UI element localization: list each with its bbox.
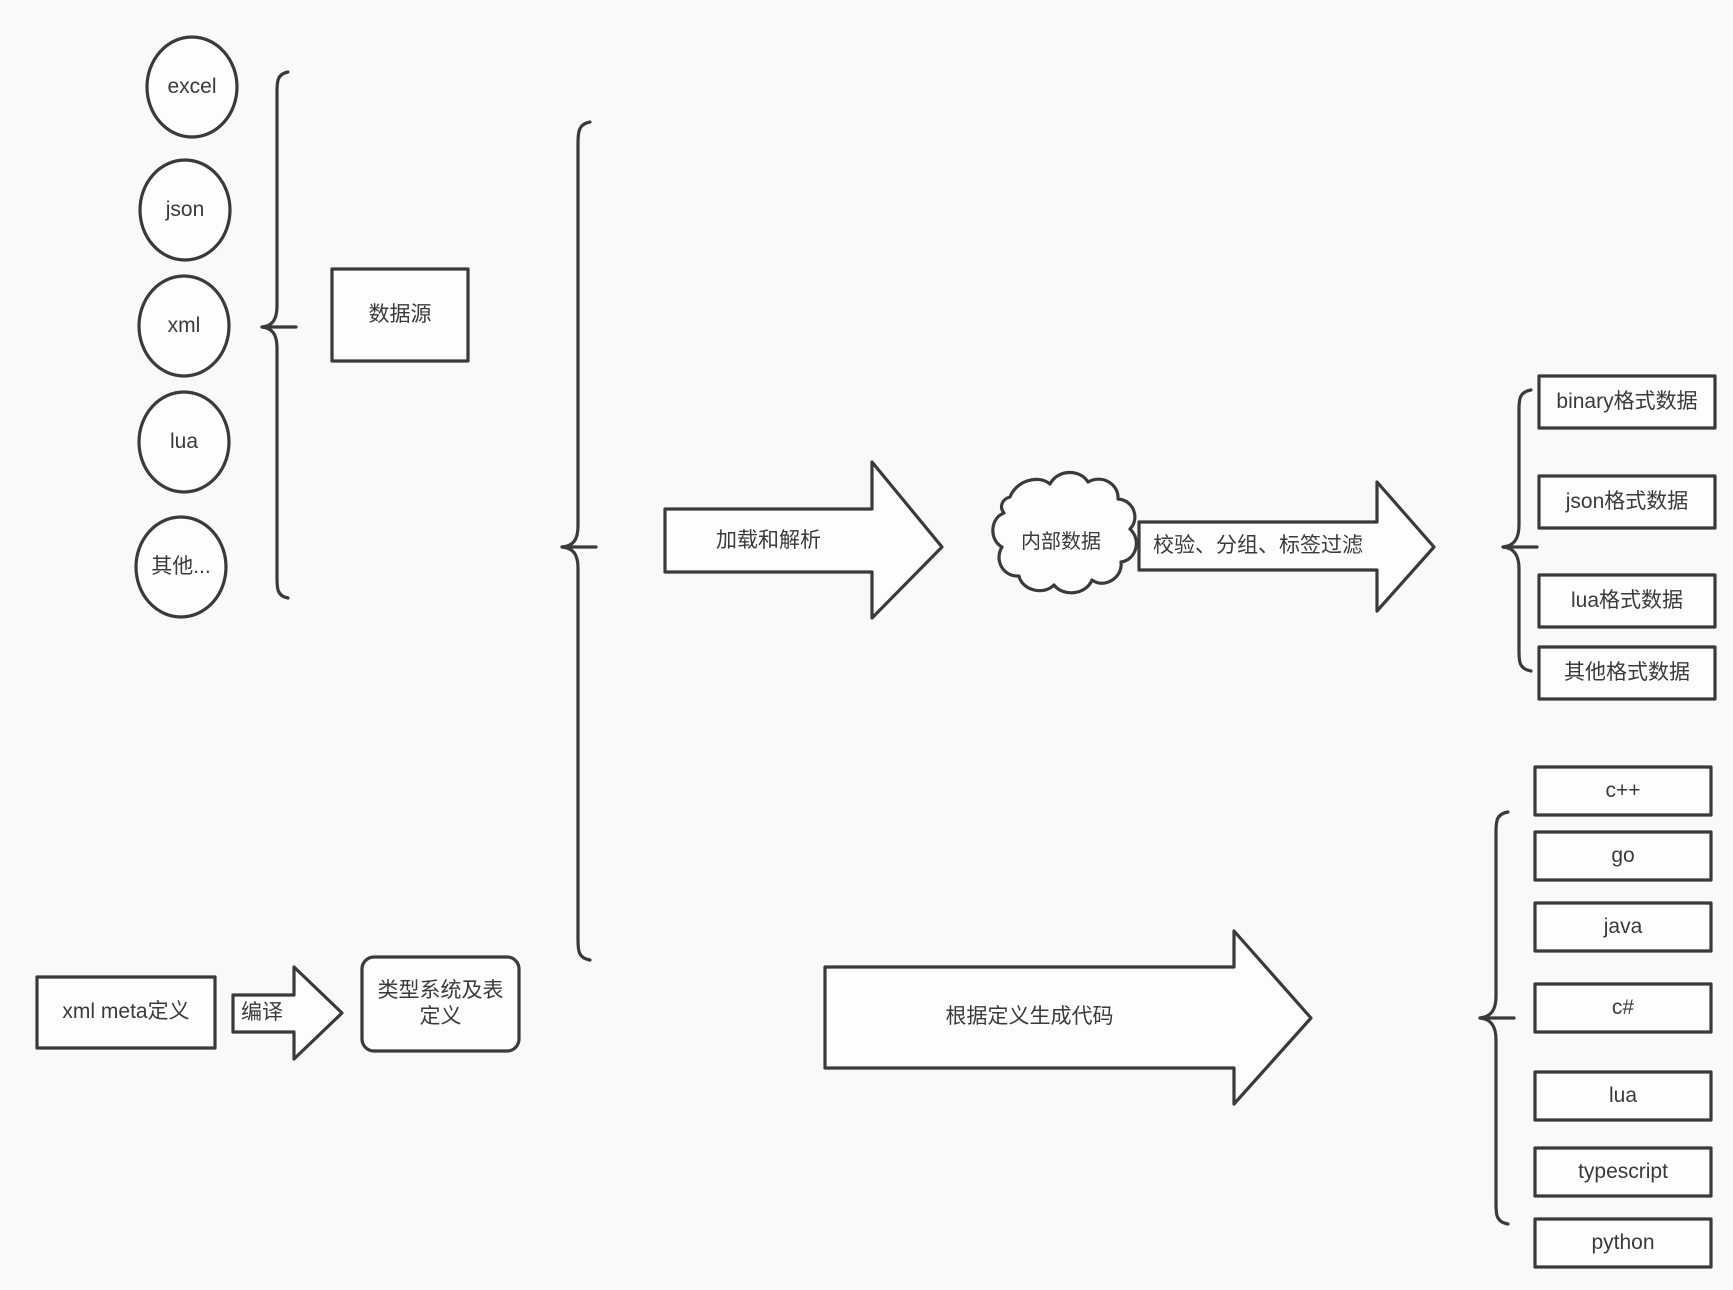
data-source-box[interactable]: [330, 267, 470, 363]
language-box-python[interactable]: [1533, 1217, 1713, 1269]
language-box-lua[interactable]: [1533, 1070, 1713, 1122]
language-box-cpp[interactable]: [1533, 765, 1713, 817]
main-input-brace: [560, 120, 592, 962]
compile-arrow[interactable]: [231, 965, 344, 1061]
output-box-other[interactable]: [1537, 645, 1717, 701]
load-parse-arrow[interactable]: [663, 460, 944, 620]
output-formats-brace: [1501, 388, 1533, 673]
validate-filter-arrow[interactable]: [1137, 480, 1436, 613]
source-circle-json[interactable]: [138, 158, 232, 262]
source-group-brace: [260, 70, 290, 600]
source-circle-xml[interactable]: [137, 274, 231, 378]
language-box-csharp[interactable]: [1533, 982, 1713, 1034]
source-circle-excel[interactable]: [145, 35, 239, 139]
xml-meta-box[interactable]: [35, 975, 217, 1050]
language-box-typescript[interactable]: [1533, 1146, 1713, 1198]
language-box-java[interactable]: [1533, 901, 1713, 953]
output-box-lua[interactable]: [1537, 573, 1717, 629]
codegen-arrow[interactable]: [823, 929, 1313, 1106]
source-circle-other[interactable]: [134, 515, 228, 619]
output-box-json[interactable]: [1537, 474, 1717, 530]
source-circle-lua[interactable]: [137, 390, 231, 494]
internal-data-cloud[interactable]: [991, 470, 1138, 595]
output-box-binary[interactable]: [1537, 374, 1717, 430]
language-box-go[interactable]: [1533, 830, 1713, 882]
type-system-box[interactable]: [360, 955, 521, 1053]
